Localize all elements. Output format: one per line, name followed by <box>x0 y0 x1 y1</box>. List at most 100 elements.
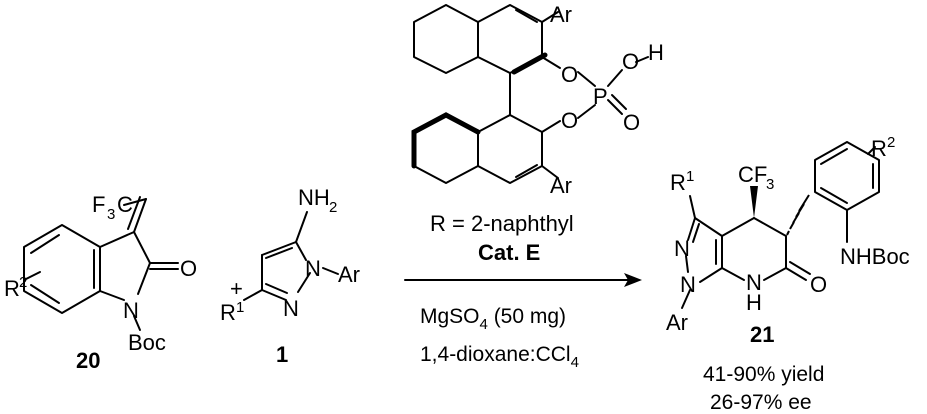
compound-20-n-boc-bond <box>133 315 141 331</box>
compound-1-ar: Ar <box>338 262 360 287</box>
catalyst-lower-aromatic-ring <box>477 114 543 184</box>
catalyst-structure: Ar O O P O H O Ar R = 2-naphthyl Cat. E <box>411 2 664 265</box>
catalyst-oh-o: O <box>622 49 639 74</box>
compound-1-n1-ar <box>322 267 339 275</box>
condition-line-1: MgSO4 (50 mg) <box>420 305 566 333</box>
product-21-n7-h: H <box>746 290 762 315</box>
catalyst-p-oh-bond <box>607 69 623 87</box>
compound-20-lactam-ring <box>99 231 151 264</box>
compound-1-n2-n1 <box>297 272 311 293</box>
product-21-n1-n2 <box>685 255 689 273</box>
product-21-r2-bond <box>867 146 876 155</box>
compound-20-f-subscript: 3 <box>107 206 115 223</box>
product-21-carbonyl-1 <box>785 267 807 281</box>
product-21-r1-superscript: 1 <box>686 168 694 185</box>
product-21-ar: Ar <box>666 310 688 335</box>
product-21-c3a-c4 <box>721 217 755 237</box>
product-21-c3-r1 <box>689 195 696 219</box>
compound-1-n1-c5 <box>295 241 307 261</box>
catalyst-r-definition: R = 2-naphthyl <box>430 211 574 236</box>
compound-20-c2-n-bond <box>137 262 151 295</box>
catalyst-o1: O <box>561 62 578 87</box>
catalyst-label: Cat. E <box>478 240 540 265</box>
compound-1-c3-n2-double <box>265 283 288 294</box>
catalyst-p: P <box>593 84 608 109</box>
catalyst-o1-p-bond <box>577 71 596 87</box>
product-21-n7-c7a <box>721 267 745 281</box>
catalyst-p-o-double-2 <box>611 94 627 110</box>
compound-20-alkene-2 <box>127 196 141 230</box>
compound-20-alkene-1 <box>133 198 147 233</box>
catalyst-ar-top: Ar <box>550 2 572 27</box>
catalyst-lower-saturated-ring <box>413 165 479 184</box>
product-21-n1-ar <box>681 289 691 309</box>
compound-1-c5-c4-double <box>265 247 293 259</box>
compound-1-r: R <box>220 300 236 325</box>
product-21-r2-superscript: 2 <box>887 134 895 151</box>
catalyst-lower-double-bond <box>515 164 538 178</box>
compound-20-n: N <box>123 298 139 323</box>
compound-20-n-c7a-bond <box>99 290 125 301</box>
product-21-nhboc: NHBoc <box>840 244 910 269</box>
product-21-cf: CF <box>738 162 767 187</box>
compound-20-f: F <box>92 192 105 217</box>
catalyst-o2-p-bond <box>577 104 596 119</box>
compound-1-r-superscript: 1 <box>236 299 244 316</box>
product-21-r1: R <box>670 170 686 195</box>
catalyst-lower-saturated-ring-bold <box>411 112 481 169</box>
arrow-head <box>624 273 642 287</box>
product-21-cf3-wedge <box>750 186 758 218</box>
compound-1-structure: NH 2 N N Ar R 1 1 <box>220 185 360 367</box>
product-21-c4-c5 <box>753 217 787 237</box>
condition-line-2: 1,4-dioxane:CCl4 <box>420 343 579 371</box>
product-21-carbonyl-2 <box>789 261 811 275</box>
product-21-aryl-double-3 <box>820 187 848 204</box>
product-21-cf-subscript: 3 <box>766 176 774 193</box>
plus-sign: + <box>230 276 243 301</box>
catalyst-upper-bold-bond <box>511 52 548 75</box>
catalyst-ar-top-bond <box>541 11 559 23</box>
product-21-c3-c3a <box>694 217 723 237</box>
product-21-structure: R 1 CF 3 R 2 N N Ar N H O NHBoc 21 41-90… <box>666 134 910 414</box>
catalyst-o2-bond <box>541 120 561 133</box>
catalyst-o1-bond <box>541 56 561 69</box>
product-21-label: 21 <box>750 322 774 347</box>
compound-1-label: 1 <box>276 342 288 367</box>
compound-1-n1: N <box>305 256 321 281</box>
compound-20-ring-double-1 <box>30 284 60 304</box>
catalyst-o2: O <box>561 108 578 133</box>
catalyst-upper-saturated-ring <box>413 4 479 74</box>
product-21-c7a-n1 <box>699 267 723 283</box>
compound-1-c3-n2 <box>261 289 287 301</box>
compound-1-c3-r1 <box>243 289 263 301</box>
product-21-n2-c3 <box>687 217 696 241</box>
product-21-n7: N <box>746 270 762 295</box>
compound-20-r: R <box>4 276 20 301</box>
compound-20-boc: Boc <box>128 330 166 355</box>
compound-20-r2-bond <box>23 271 41 281</box>
compound-20-structure: F 3 C O N Boc R 2 20 <box>4 192 197 373</box>
compound-1-n2: N <box>283 296 299 321</box>
product-21-aryl-double-1 <box>820 148 848 165</box>
product-21-n1: N <box>680 272 696 297</box>
product-21-r2: R <box>871 136 887 161</box>
product-21-ee: 26-97% ee <box>710 391 812 414</box>
product-21-yield: 41-90% yield <box>703 363 824 386</box>
catalyst-ar-bottom: Ar <box>550 173 572 198</box>
compound-20-label: 20 <box>76 348 100 373</box>
product-21-carbonyl-o: O <box>810 272 827 297</box>
compound-1-nh: NH <box>298 185 330 210</box>
catalyst-oh-h-bond <box>635 56 649 63</box>
product-21-hashed-bond <box>786 194 810 236</box>
product-21-c6-n7 <box>763 267 787 281</box>
compound-1-c5-nh2 <box>295 211 308 243</box>
compound-20-cf3-bond <box>123 198 147 206</box>
compound-20-r-superscript: 2 <box>19 274 27 291</box>
product-21-n2-c3-double <box>692 223 700 243</box>
compound-20-carbonyl-o: O <box>180 256 197 281</box>
catalyst-p-o-double-1 <box>607 99 623 115</box>
product-21-n2: N <box>674 236 690 261</box>
catalyst-o3: O <box>623 110 640 135</box>
compound-1-nh-subscript: 2 <box>329 199 337 216</box>
